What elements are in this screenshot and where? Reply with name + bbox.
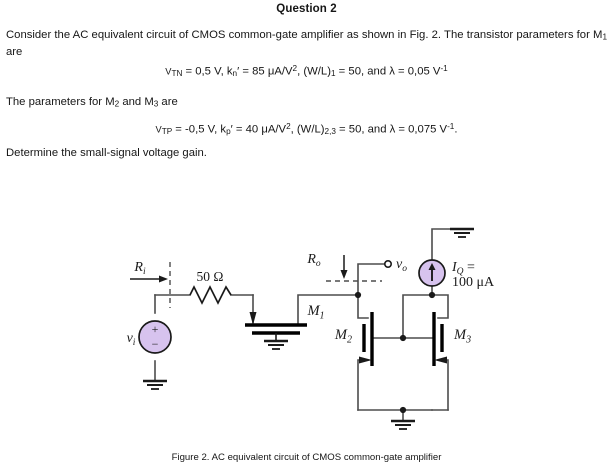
label-ri-subscript: i	[143, 267, 146, 277]
label-vo: vo	[396, 257, 407, 274]
wire-node-to-m2-drain	[357, 294, 369, 319]
junction-dot-node-b	[428, 291, 436, 299]
ground-symbol-bottom	[391, 419, 415, 430]
pmos-intro-text-a: The parameters for M	[6, 96, 115, 108]
problem-statement-paragraph: Consider the AC equivalent circuit of CM…	[6, 28, 607, 60]
label-iq-subscript: Q	[457, 267, 464, 277]
junction-dot-gate-node	[399, 334, 407, 342]
label-iq-symbol: I	[451, 260, 458, 275]
wl2-subscript: 2,3	[324, 126, 336, 136]
kn-exponent: 2	[292, 64, 298, 73]
ground-symbol-m1-gate	[264, 339, 288, 350]
input-resistance-marker	[130, 262, 171, 308]
source-plus-sign: +	[152, 322, 159, 336]
wl-label: , (W/L)	[297, 65, 331, 78]
ground-symbol-iq	[450, 227, 474, 238]
label-m1: M1	[306, 303, 324, 322]
label-resistor-value: 50 Ω	[197, 269, 224, 284]
m1-source-arrow	[249, 312, 257, 325]
wire-m3-source-down	[437, 359, 449, 411]
label-iq-value: 100 μA	[452, 275, 495, 290]
label-vi-symbol: v	[127, 331, 134, 346]
m1-subscript: 1	[602, 32, 607, 42]
wire-m3-drain-to-nodeB	[431, 294, 449, 319]
transistor-m2	[359, 312, 374, 366]
m2-source-arrow	[359, 356, 372, 364]
wire-m1-drain-to-node	[297, 294, 359, 326]
junction-dot-bottom-rail	[399, 406, 407, 414]
wire-node-to-vout	[357, 263, 386, 296]
vtn-symbol: V	[165, 66, 172, 77]
m2-subscript: 2	[114, 99, 120, 109]
label-m2-subscript: 2	[347, 335, 352, 346]
label-m2-symbol: M	[334, 327, 348, 343]
kn-prime: ′	[237, 65, 240, 78]
problem-statement-text-b: are	[6, 45, 23, 58]
label-ri-symbol: R	[133, 260, 143, 275]
label-m3: M3	[453, 327, 471, 346]
source-minus-sign: −	[152, 337, 159, 351]
current-source-iq	[418, 259, 446, 287]
label-m3-subscript: 3	[465, 335, 471, 346]
label-m1-symbol: M	[306, 303, 320, 319]
output-resistance-marker	[326, 255, 382, 282]
label-vo-symbol: v	[396, 257, 403, 272]
transistor-m3	[432, 312, 447, 366]
vtp-value: = -0,5 V, k	[172, 123, 227, 136]
kp-exponent: 2	[286, 122, 291, 131]
label-vi-subscript: i	[133, 338, 136, 348]
transistor-m1	[245, 312, 307, 341]
kn-value: = 85 μA/V	[239, 65, 293, 78]
pmos-intro-text-c: are	[158, 96, 178, 108]
ro-arrow-head	[340, 270, 348, 279]
vtp-subscript: TP	[161, 126, 173, 136]
page-title: Question 2	[276, 3, 337, 15]
output-terminal-vo	[383, 259, 392, 268]
voltage-source-circle	[138, 320, 172, 354]
label-ro-subscript: o	[316, 259, 321, 269]
m3-source-arrow	[434, 356, 447, 364]
current-source-arrow-head	[428, 263, 436, 270]
lambda2-exponent: -1	[447, 122, 455, 131]
wl-value: = 50, and λ = 0,05 V	[335, 65, 441, 78]
label-iq-equals: =	[464, 260, 476, 275]
label-vo-subscript: o	[402, 264, 407, 274]
wire-gate-node-to-nodeB	[402, 294, 433, 339]
pmos-parameters-intro: The parameters for M2 and M3 are	[6, 95, 607, 112]
vtn-subscript: TN	[171, 68, 183, 78]
label-m2: M2	[334, 327, 352, 346]
junction-dot-node-a	[354, 291, 362, 299]
pmos-intro-text-b: and M	[119, 96, 154, 108]
problem-statement-text-a: Consider the AC equivalent circuit of CM…	[6, 29, 603, 41]
kp-subscript: p	[226, 126, 231, 136]
resistor-50ohm-icon	[189, 285, 232, 305]
kp-value: = 40 μA/V	[232, 123, 287, 136]
label-m3-symbol: M	[453, 327, 467, 343]
kp-prime: ′	[230, 123, 233, 136]
wl2-label: , (W/L)	[290, 123, 325, 136]
ri-arrow-head	[159, 275, 168, 283]
voltage-source-vi: + −	[138, 320, 172, 354]
label-ro: Ro	[306, 252, 321, 269]
lambda-exponent: -1	[440, 64, 448, 73]
vtp-symbol: V	[155, 124, 162, 135]
label-ri: Ri	[133, 260, 146, 277]
ground-symbol-vi	[143, 379, 167, 390]
label-ro-symbol: R	[306, 252, 316, 267]
wl-subscript: 1	[330, 68, 336, 78]
vtn-value: = 0,5 V, k	[182, 65, 233, 78]
m3-subscript: 3	[153, 99, 159, 109]
figure-caption: Figure 2. AC equivalent circuit of CMOS …	[171, 452, 442, 463]
kn-subscript: n	[232, 68, 238, 78]
label-iq: IQ =	[451, 260, 475, 277]
equation-pmos-parameters: VTP = -0,5 V, kp′ = 40 μA/V2, (W/L)2,3 =…	[0, 119, 613, 139]
circuit-figure: + −	[0, 205, 613, 440]
label-m1-subscript: 1	[320, 311, 325, 322]
wire-m2-source-down	[357, 359, 369, 411]
equation-nmos-parameters: VTN = 0,5 V, kn′ = 85 μA/V2, (W/L)1 = 50…	[0, 61, 613, 81]
equation-period: .	[454, 123, 458, 136]
label-vi: vi	[127, 331, 136, 348]
question-prompt: Determine the small-signal voltage gain.	[6, 147, 207, 159]
wl2-value: = 50, and λ = 0,075 V	[335, 123, 448, 136]
